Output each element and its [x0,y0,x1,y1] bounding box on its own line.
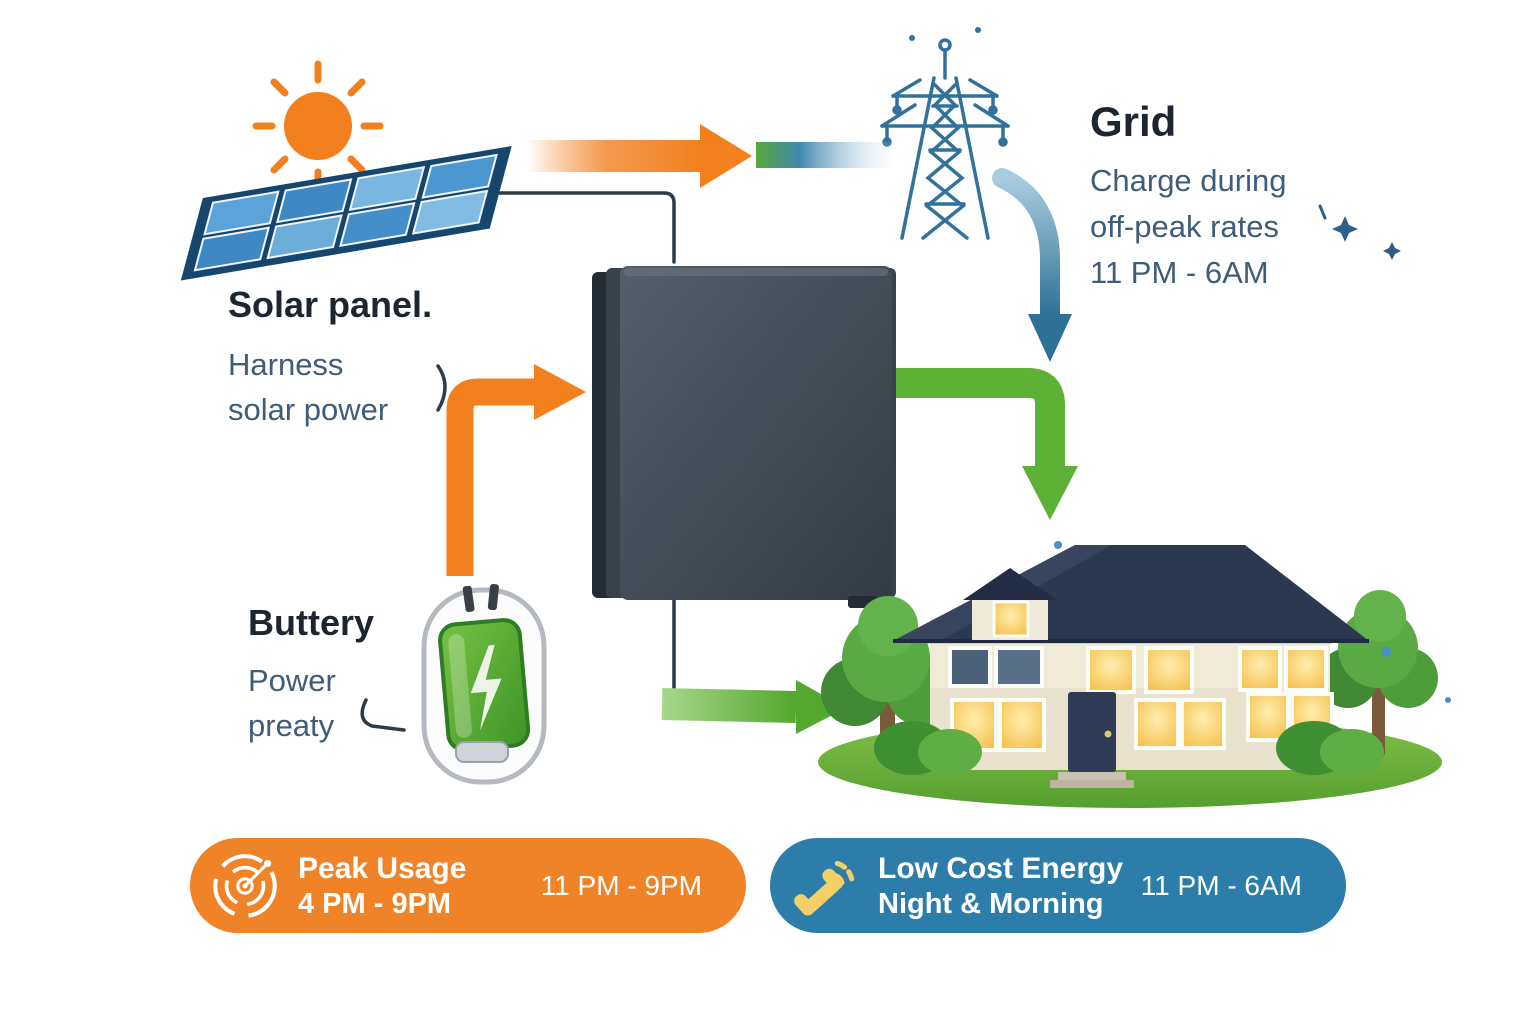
label-curl-battery [360,698,406,732]
solar-to-grid-arrow [528,124,902,188]
label-curl-solar [436,364,447,412]
grid-desc-line2: off-peak rates [1090,209,1279,244]
battery-desc-line2: preaty [248,708,335,743]
battery-label-block: Buttery Power preaty [248,602,374,748]
solar-panel-icon [181,146,512,281]
solar-label-block: Solar panel. Harness solar power [228,284,432,432]
home-battery-unit [592,266,896,608]
grid-title: Grid [1090,98,1177,145]
peak-usage-title: Peak Usage [298,851,467,885]
battery-to-house-bottom-arrow [661,680,846,734]
decor-dot [1445,697,1451,703]
peak-usage-time: 11 PM - 9PM [540,869,702,901]
dormer [963,568,1057,640]
decor-dot [1054,541,1062,549]
panel-to-battery-line [498,191,676,264]
grid-label-block: Grid Charge during off-peak rates 11 PM … [1090,98,1286,296]
solar-title: Solar panel. [228,284,433,325]
peak-usage-subtitle: 4 PM - 9PM [298,887,452,920]
grid-to-house-arrow [992,168,1072,362]
low-cost-subtitle: Night & Morning [878,887,1104,920]
bush-left-icon [874,721,982,775]
lightning-bolt-icon [470,644,502,731]
phone-icon [794,860,855,916]
radar-target-icon [213,853,277,918]
sparkle-icon [1318,204,1401,260]
battery-to-house-right-arrow [893,368,1078,520]
sun-icon [252,60,384,192]
solar-desc-line1: Harness [228,347,344,382]
lower-windows [950,692,1334,752]
transmission-tower-icon [880,27,1010,240]
low-cost-title: Low Cost Energy [878,851,1124,885]
upper-windows [948,646,1328,694]
battery-title: Buttery [248,602,375,643]
peak-usage-badge: Peak Usage 4 PM - 9PM 11 PM - 9PM [190,838,746,933]
low-cost-time: 11 PM - 6AM [1140,869,1302,901]
grid-desc-line1: Charge during [1090,163,1287,198]
front-door [1050,692,1134,788]
battery-charger-icon [421,583,547,785]
bush-right-icon [1276,721,1384,775]
charger-to-battery-arrow [446,364,586,576]
grid-desc-line3: 11 PM - 6AM [1090,255,1269,290]
decor-dot [1381,647,1391,657]
house-illustration [818,541,1451,808]
low-cost-energy-badge: Low Cost Energy Night & Morning 11 PM - … [770,838,1346,933]
battery-desc-line1: Power [248,663,336,698]
solar-desc-line2: solar power [228,392,389,427]
